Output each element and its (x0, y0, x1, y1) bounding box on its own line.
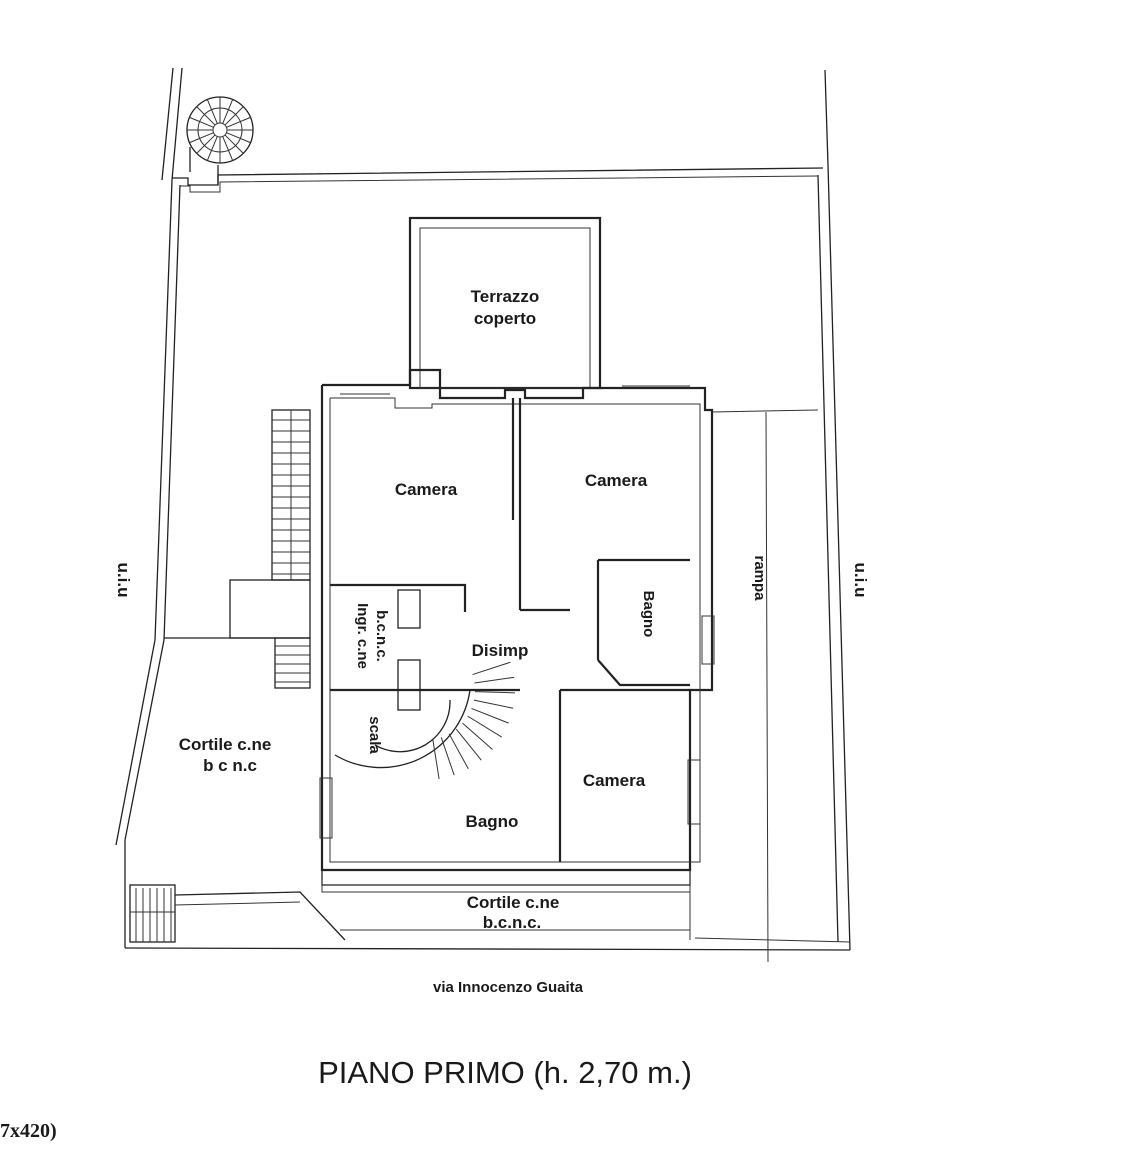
terrace-label-1: Terrazzo (471, 287, 540, 306)
floor-plan: Terrazzo coperto Camera Camera Disimp Ba… (114, 67, 870, 996)
right-unit-label: u.i.u (851, 563, 870, 598)
footnote: 7x420) (0, 1120, 57, 1142)
bedroom-ne-label: Camera (585, 471, 648, 490)
courtyard-west-label-2: b c n.c (203, 756, 257, 775)
property-boundary (115, 67, 851, 963)
bedroom-se-label: Camera (583, 771, 646, 790)
floor-title: PIANO PRIMO (h. 2,70 m.) (318, 1055, 692, 1090)
ramp-label: rampa (751, 555, 768, 601)
terrace-label-2: coperto (474, 309, 536, 328)
street-name: via Innocenzo Guaita (433, 979, 584, 996)
hallway-label: Disimp (472, 641, 529, 660)
bathroom-south-label: Bagno (466, 812, 519, 831)
courtyard-west-label-1: Cortile c.ne (179, 735, 272, 754)
house-walls (319, 368, 715, 872)
bedroom-nw-label: Camera (395, 480, 458, 499)
west-stairs (164, 409, 311, 689)
courtyard-south-label-2: b.c.n.c. (483, 913, 542, 932)
entrance-label-1: Ingr. c.ne (354, 603, 371, 669)
bathroom-east-label: Bagno (640, 591, 657, 638)
south-walls (129, 870, 691, 943)
left-unit-label: u.i.u (114, 563, 133, 598)
entrance-label-2: b.c.n.c. (373, 610, 390, 662)
courtyard-south-label-1: Cortile c.ne (467, 893, 560, 912)
stair-label: scala (366, 716, 383, 754)
spiral-staircase-icon (186, 96, 254, 185)
terrace-walls (408, 216, 602, 390)
